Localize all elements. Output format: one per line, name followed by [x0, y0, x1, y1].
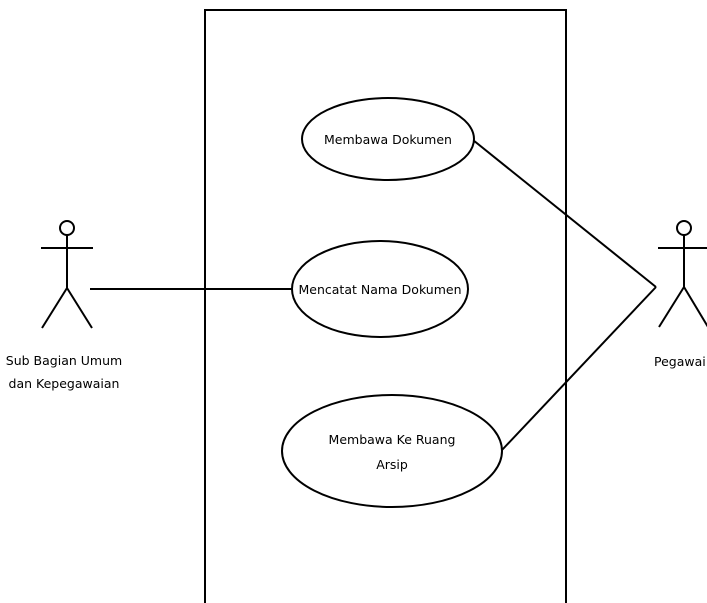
actor-sub-bagian-umum[interactable]: Sub Bagian Umum dan Kepegawaian — [6, 220, 122, 391]
use-case-label: Membawa Dokumen — [324, 132, 452, 147]
actor-pegawai[interactable]: Pegawai — [654, 220, 707, 369]
actor-label-line2: dan Kepegawaian — [9, 376, 120, 391]
use-case-label-line2: Arsip — [376, 457, 408, 472]
stick-figure-icon — [658, 220, 707, 328]
association-pegawai-membawa-ke-ruang — [501, 286, 657, 451]
use-case-ellipse — [301, 97, 475, 181]
use-case-label: Mencatat Nama Dokumen — [298, 282, 461, 297]
actor-label: Pegawai — [654, 354, 706, 369]
actor-label-line1: Sub Bagian Umum — [6, 353, 122, 368]
association-pegawai-membawa-dokumen — [472, 139, 657, 288]
stick-figure-icon — [41, 220, 93, 329]
use-case-ellipse — [281, 394, 503, 508]
use-case-membawa-ke-ruang-arsip[interactable]: Membawa Ke Ruang Arsip — [281, 394, 503, 508]
use-case-label-line1: Membawa Ke Ruang — [329, 432, 456, 447]
use-case-ellipse — [291, 240, 469, 338]
use-case-membawa-dokumen[interactable]: Membawa Dokumen — [301, 97, 475, 181]
use-case-mencatat-nama-dokumen[interactable]: Mencatat Nama Dokumen — [291, 240, 469, 338]
